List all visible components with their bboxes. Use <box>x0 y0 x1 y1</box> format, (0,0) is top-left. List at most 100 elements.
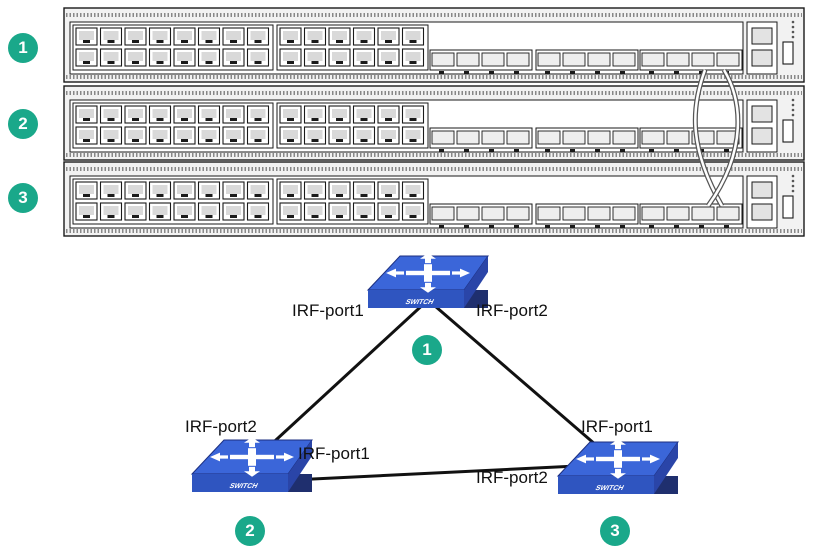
status-led <box>791 113 795 117</box>
switch-arrow <box>610 468 626 479</box>
switch-icon-label: SWITCH <box>404 297 436 306</box>
rj45-jack <box>79 109 94 118</box>
sfp-port <box>456 52 480 67</box>
rj45-jack <box>201 130 217 139</box>
irf-link-1-3 <box>427 298 619 466</box>
rj45-latch <box>132 118 139 121</box>
rj45-latch <box>230 118 237 121</box>
rj45-latch <box>360 118 368 121</box>
status-led <box>791 35 795 39</box>
usb-port <box>782 41 794 65</box>
rj45-jack <box>332 185 347 194</box>
rj45-jack <box>226 185 241 194</box>
rj45-jack <box>103 130 119 139</box>
switch-arrow <box>210 452 228 462</box>
sfp-led <box>489 71 494 74</box>
rj45-group-2 <box>276 24 429 71</box>
switch-arrows-icon <box>386 253 470 293</box>
sfp-port <box>537 52 561 67</box>
rj45-latch <box>385 194 392 197</box>
sfp-led <box>724 149 729 152</box>
sfp-cage-1 <box>429 203 533 225</box>
rj45-latch <box>107 215 115 218</box>
rj45-jack <box>307 109 323 118</box>
sfp-port <box>612 206 636 221</box>
chassis-badge-2: 2 <box>8 109 38 139</box>
sfp-port <box>431 206 455 221</box>
rj45-latch <box>83 215 90 218</box>
sfp-port <box>691 206 715 221</box>
rj45-latch <box>254 118 262 121</box>
rj45-latch <box>311 61 319 64</box>
rj45-latch <box>132 61 139 64</box>
rj45-jack <box>79 130 94 139</box>
switch-arrow <box>420 253 436 264</box>
port-label-s1-to-s2: IRF-port1 <box>292 301 364 320</box>
status-led <box>791 179 795 183</box>
rj45-jack <box>250 185 266 194</box>
rj45-group-1 <box>72 102 274 149</box>
switch-icon-side <box>288 440 312 492</box>
rj45-jack <box>405 109 421 118</box>
rj45-latch <box>156 194 164 197</box>
rj45-latch <box>132 139 139 142</box>
rj45-latch <box>230 61 237 64</box>
rj45-latch <box>409 139 417 142</box>
port-label-s3-to-s1: IRF-port1 <box>581 417 653 436</box>
sfp-led <box>464 149 469 152</box>
irf-link-2-3 <box>251 462 619 484</box>
rj45-jack <box>226 130 241 139</box>
rj45-jack <box>356 109 372 118</box>
switch-chassis-1 <box>63 7 805 83</box>
rj45-jack <box>381 130 396 139</box>
rj45-latch <box>181 118 188 121</box>
sfp-port <box>641 206 665 221</box>
rj45-jack <box>79 206 94 215</box>
rj45-jack <box>332 52 347 61</box>
sfp-port <box>456 206 480 221</box>
sfp-port <box>641 130 665 145</box>
rj45-latch <box>360 139 368 142</box>
rj45-jack <box>201 52 217 61</box>
stack-cable-2-core <box>706 69 740 207</box>
sfp-port <box>562 206 586 221</box>
sfp-port <box>716 52 740 67</box>
chassis-badge-1: 1 <box>8 33 38 63</box>
rj45-jack <box>250 130 266 139</box>
rj45-latch <box>287 61 294 64</box>
switch-icon-side <box>654 442 678 494</box>
rj45-jack <box>152 109 168 118</box>
rj45-latch <box>83 40 90 43</box>
rj45-latch <box>336 61 343 64</box>
switch-arrow <box>610 439 626 450</box>
rj45-jack <box>226 52 241 61</box>
rj45-latch <box>205 194 213 197</box>
rj45-jack <box>201 109 217 118</box>
rj45-latch <box>156 139 164 142</box>
rj45-latch <box>409 61 417 64</box>
rj45-latch <box>254 139 262 142</box>
sfp-led <box>674 225 679 228</box>
rj45-latch <box>287 118 294 121</box>
rj45-jack <box>201 185 217 194</box>
chassis-badge-3: 3 <box>8 183 38 213</box>
switch-arrow <box>642 454 660 464</box>
rj45-jack <box>128 206 143 215</box>
rj45-jack <box>79 31 94 40</box>
console-port <box>751 105 773 123</box>
rj45-jack <box>226 31 241 40</box>
rj45-jack <box>177 185 192 194</box>
switch-arrows-icon <box>576 439 660 479</box>
rj45-latch <box>156 215 164 218</box>
switch-arrows-icon <box>210 437 294 477</box>
switch-arrow <box>386 268 404 278</box>
sfp-led <box>570 225 575 228</box>
rj45-jack <box>283 130 298 139</box>
switch-icon-1: SWITCH <box>366 253 489 308</box>
sfp-led <box>595 71 600 74</box>
rj45-latch <box>409 118 417 121</box>
sfp-port <box>666 130 690 145</box>
mgmt-port <box>751 203 773 221</box>
switch-icon-label: SWITCH <box>594 483 626 492</box>
